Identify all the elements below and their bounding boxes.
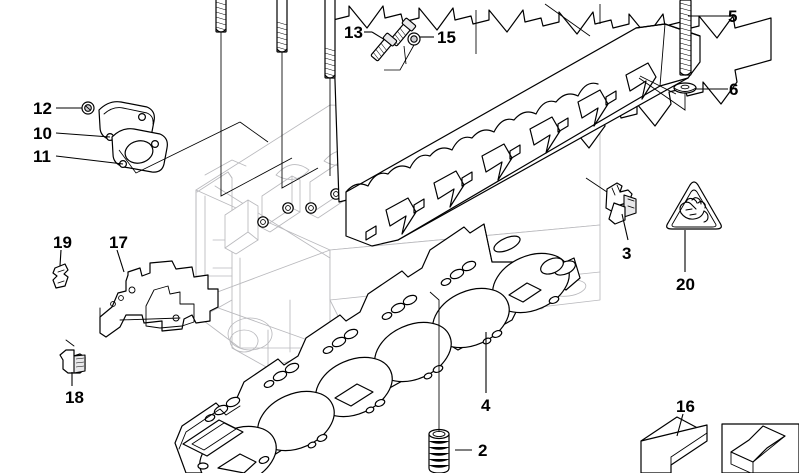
part-2-dowel-sleeve (428, 428, 450, 473)
callout-5[interactable]: 5 (728, 7, 738, 26)
head-stud-1 (215, 0, 227, 33)
callout-11[interactable]: 11 (33, 147, 51, 166)
callout-16[interactable]: 16 (676, 397, 695, 416)
part-12-screw (81, 101, 95, 115)
part-6-washer (673, 82, 697, 94)
part-20-warning-decal (666, 181, 722, 230)
part-4-cylinder-head-gasket (174, 223, 581, 473)
part-19-retaining-clip (52, 263, 69, 289)
part-3-temperature-sensor (605, 182, 637, 225)
callout-15[interactable]: 15 (437, 28, 456, 47)
head-stud-2 (276, 0, 288, 53)
leader-lines (55, 3, 729, 451)
part-13-bolts (370, 17, 417, 62)
callout-3[interactable]: 3 (622, 244, 632, 263)
callout-19[interactable]: 19 (53, 233, 72, 252)
callout-18[interactable]: 18 (65, 388, 84, 407)
head-stud-3 (324, 0, 336, 79)
part-5-head-bolt (679, 0, 692, 76)
callout-12[interactable]: 12 (33, 99, 52, 118)
callout-20[interactable]: 20 (676, 275, 695, 294)
callout-10[interactable]: 10 (33, 124, 52, 143)
part-16-wedge-blocks (640, 416, 799, 473)
callout-13[interactable]: 13 (344, 23, 363, 42)
callout-4[interactable]: 4 (481, 396, 491, 415)
gasket-bolt-holes (258, 295, 560, 465)
callout-17[interactable]: 17 (109, 233, 128, 252)
part-18-mounting-bolt (59, 349, 86, 374)
callout-2[interactable]: 2 (478, 441, 488, 460)
part-11-cover-gasket (111, 128, 168, 173)
gasket-coolant-holes (204, 235, 576, 423)
callout-6[interactable]: 6 (729, 80, 739, 99)
warning-hand-icon (679, 197, 709, 223)
part-17-heat-shield (65, 260, 219, 347)
cover-notches (385, 62, 657, 235)
part-15-sealing-washer (407, 32, 421, 46)
